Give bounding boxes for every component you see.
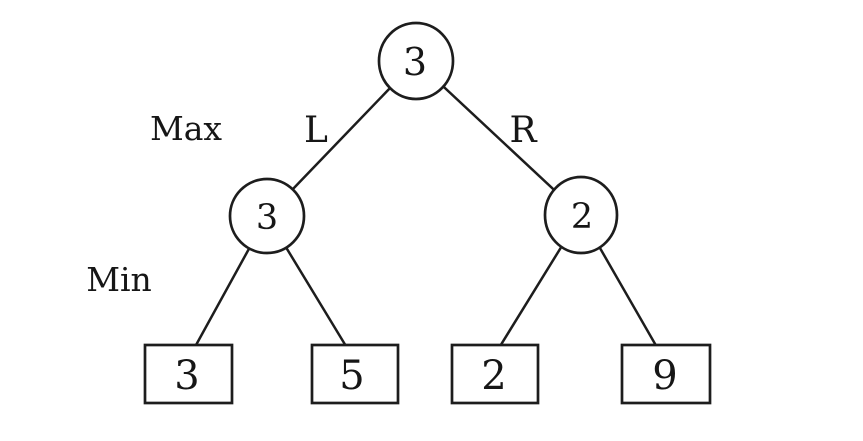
leaf-value-4: 9: [652, 353, 677, 399]
right-min-node-value: 2: [571, 197, 593, 237]
tree-labels: Max Min L R 3 3 2 3 5 2 9: [86, 40, 678, 399]
root-max-node-value: 3: [403, 40, 427, 84]
tree-nodes: [143, 21, 712, 405]
root-max-node-circle: [377, 21, 455, 101]
left-min-node-value: 3: [256, 198, 278, 238]
left-min-node-circle: [228, 177, 306, 255]
leaf-box-3: [450, 343, 540, 405]
right-branch-label: R: [509, 110, 537, 151]
min-level-label: Min: [86, 260, 152, 299]
leaf-value-1: 3: [174, 353, 199, 399]
leaf-box-1: [143, 343, 234, 405]
leaf-value-2: 5: [339, 353, 364, 399]
leaf-box-4: [620, 343, 712, 405]
right-min-node-circle: [543, 175, 619, 255]
leaf-value-3: 2: [481, 353, 506, 399]
left-branch-label: L: [304, 110, 328, 151]
leaf-box-2: [310, 343, 400, 405]
max-level-label: Max: [150, 109, 222, 148]
